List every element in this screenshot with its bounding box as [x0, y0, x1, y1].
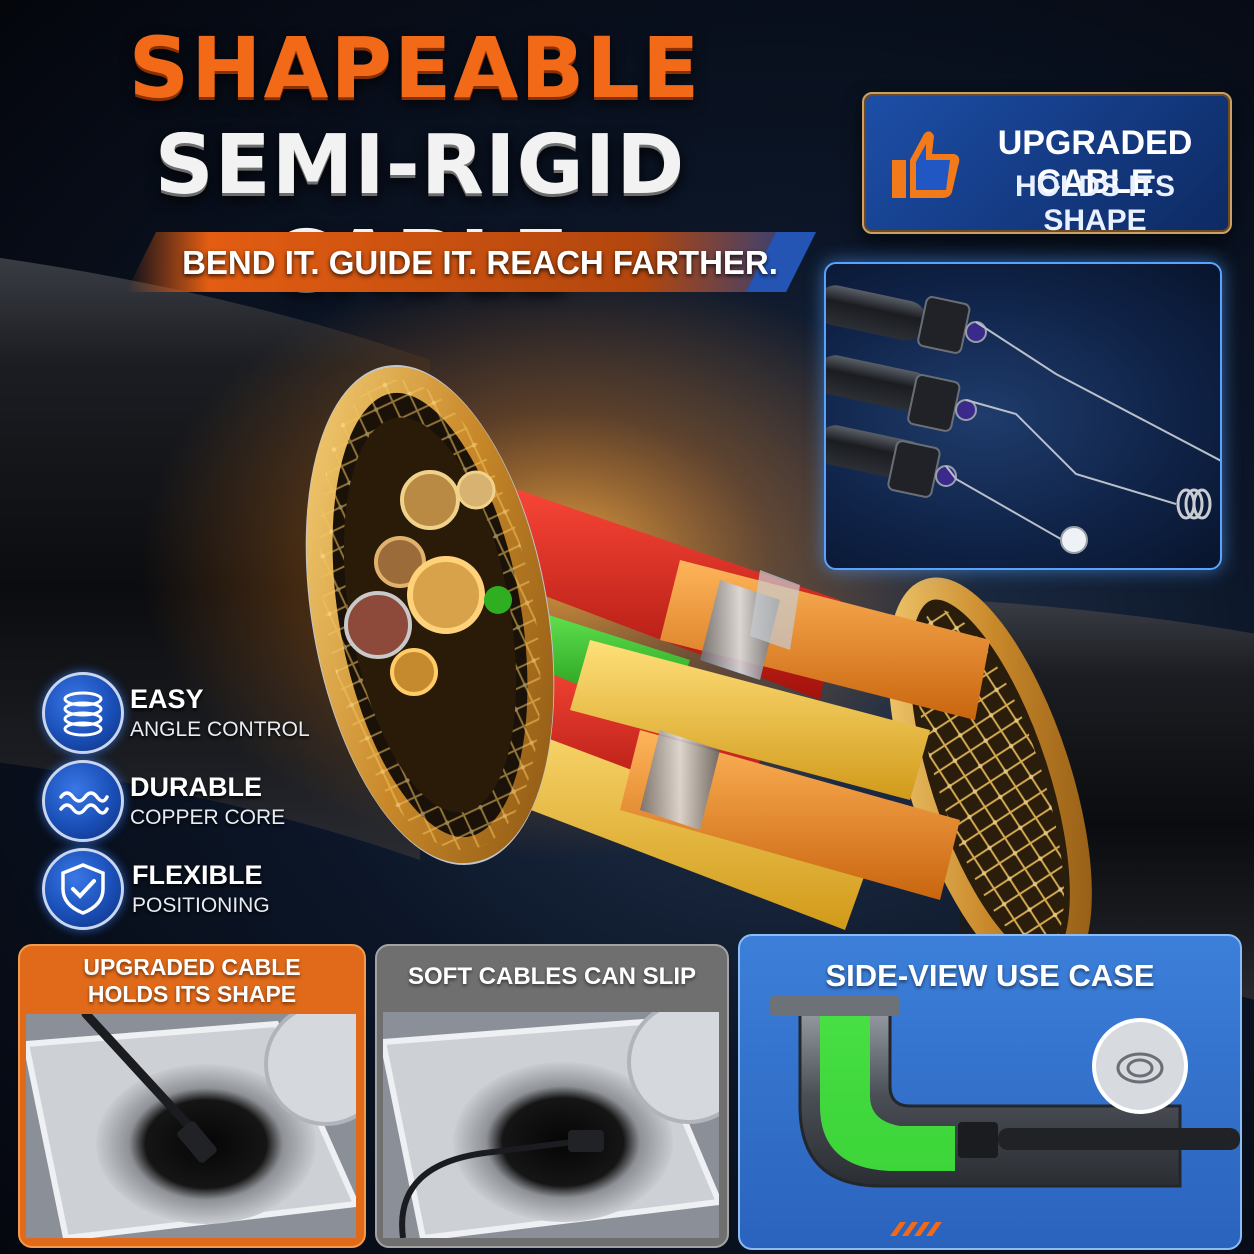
feature-title-flexible: FLEXIBLE — [132, 860, 263, 890]
badge-line-1: UPGRADED CABLE — [997, 124, 1193, 201]
tagline-text: BEND IT. GUIDE IT. REACH FARTHER. — [182, 244, 778, 281]
headline-shapeable: SHAPEABLE — [128, 19, 702, 117]
card3-heading: SIDE-VIEW USE CASE — [825, 958, 1155, 993]
shield-check-icon — [42, 848, 124, 930]
wave-icon — [42, 760, 124, 842]
tagline-banner — [126, 232, 816, 292]
upgraded-cable-badge: UPGRADED CABLE HOLDS ITS SHAPE — [862, 92, 1232, 237]
card-soft-cables-slip: SOFT CABLES CAN SLIP — [375, 944, 729, 1248]
thumbs-up-icon — [892, 131, 960, 198]
coil-spring-icon — [42, 672, 124, 754]
card-upgraded-cable: UPGRADED CABLE HOLDS ITS SHAPE — [18, 944, 366, 1248]
badge-line-2: HOLDS ITS SHAPE — [1014, 170, 1175, 237]
feature-title-easy: EASY — [130, 684, 204, 714]
drain-probe-soft-illustration — [383, 1012, 719, 1238]
card1-heading-line1: UPGRADED CABLE — [83, 954, 301, 980]
feature-subtitle-angle-control: ANGLE CONTROL — [130, 718, 310, 741]
pipe-inspection-illustration — [770, 996, 1240, 1236]
card2-heading: SOFT CABLES CAN SLIP — [407, 963, 696, 990]
feature-subtitle-copper-core: COPPER CORE — [130, 806, 286, 829]
feature-subtitle-positioning: POSITIONING — [132, 894, 270, 917]
probe-attachments-photo — [824, 262, 1222, 570]
probe-heads-illustration — [826, 285, 1220, 554]
drain-probe-rigid-illustration — [26, 1014, 356, 1238]
card1-heading-line2: HOLDS ITS SHAPE — [87, 981, 297, 1007]
feature-title-durable: DURABLE — [130, 772, 262, 802]
card-side-view-use-case: SIDE-VIEW USE CASE — [738, 934, 1242, 1250]
